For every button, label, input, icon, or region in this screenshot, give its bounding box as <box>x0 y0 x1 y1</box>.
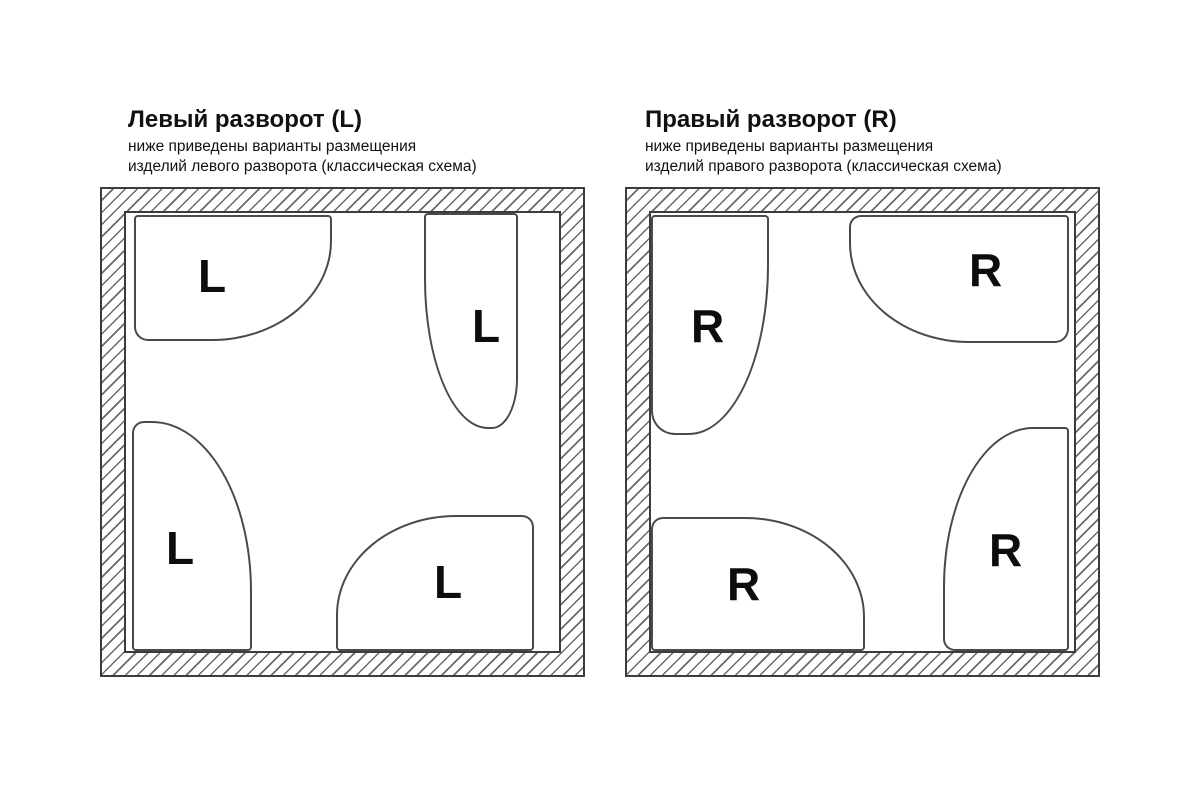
tray-letter: L <box>472 299 501 352</box>
tray-letter: R <box>969 243 1003 296</box>
tray-top-left: R <box>651 214 769 435</box>
tray-bottom-left: R <box>651 516 865 651</box>
subtitle-line-2: изделий левого разворота (классическая с… <box>128 158 477 176</box>
subtitle-line-2: изделий правого разворота (классическая … <box>645 158 1002 176</box>
panel-title: Правый разворот (R) <box>645 106 897 133</box>
tray-letter: R <box>989 523 1023 576</box>
tray-letter: L <box>198 249 227 302</box>
tray-letter: R <box>691 299 725 352</box>
tray-top-left: L <box>134 214 332 341</box>
tray-letter: L <box>166 521 195 574</box>
tray-top-right: R <box>849 214 1069 343</box>
room-floor: R R R R <box>649 210 1076 653</box>
panel-subtitle: ниже приведены варианты размещения издел… <box>645 137 1100 178</box>
tray-bottom-right: L <box>336 514 534 651</box>
panel-right-spread: Правый разворот (R) ниже приведены вариа… <box>625 106 1100 677</box>
room-floor: L L L L <box>124 210 561 653</box>
room-wall-hatch: L L L L <box>100 186 585 677</box>
panel-title: Левый разворот (L) <box>128 106 362 133</box>
subtitle-line-1: ниже приведены варианты размещения <box>128 137 417 155</box>
tray-letter: R <box>727 557 761 610</box>
tray-bottom-left: L <box>132 420 252 651</box>
room-wall-hatch: R R R R <box>625 186 1100 677</box>
panel-left-spread: Левый разворот (L) ниже приведены вариан… <box>100 106 585 677</box>
panel-subtitle: ниже приведены варианты размещения издел… <box>128 137 585 178</box>
tray-bottom-right: R <box>943 426 1069 651</box>
subtitle-line-1: ниже приведены варианты размещения <box>645 137 934 155</box>
tray-letter: L <box>434 555 463 608</box>
tray-top-right: L <box>424 212 518 429</box>
